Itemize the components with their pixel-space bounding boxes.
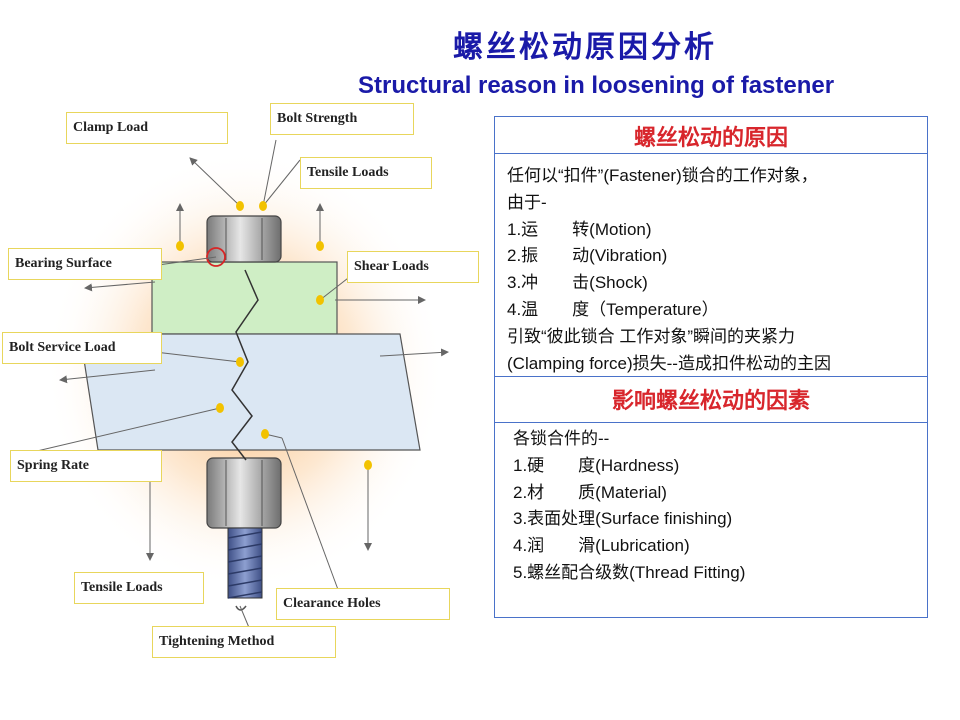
fastener-diagram: Clamp Load Bolt Strength Tensile Loads B…: [0, 100, 490, 680]
factors-line: 1.硬 度(Hardness): [513, 455, 680, 475]
section-break-line: [231, 269, 259, 461]
reasons-divider: [495, 153, 927, 154]
reasons-line: 任何以“扣件”(Fastener)锁合的工作对象，: [507, 166, 818, 185]
label-shear-loads: Shear Loads: [347, 251, 479, 283]
label-bolt-strength: Bolt Strength: [270, 103, 414, 135]
reasons-line: 由于-: [507, 192, 547, 212]
analysis-panel: 螺丝松动的原因 任何以“扣件”(Fastener)锁合的工作对象， 由于- 1.…: [494, 116, 928, 618]
factors-line: 3.表面处理(Surface finishing): [513, 509, 733, 529]
factors-heading: 影响螺丝松动的因素: [611, 388, 810, 414]
reasons-heading: 螺丝松动的原因: [633, 125, 788, 151]
reasons-list: 任何以“扣件”(Fastener)锁合的工作对象， 由于- 1.运 转(Moti…: [507, 163, 831, 377]
factors-divider: [495, 422, 927, 423]
bolt-head: [206, 215, 282, 263]
reasons-line: 2.振 动(Vibration): [507, 246, 668, 266]
label-tensile-loads-bottom: Tensile Loads: [74, 572, 204, 604]
factors-line: 5.螺丝配合级数(Thread Fitting): [513, 562, 746, 582]
label-bolt-service-load: Bolt Service Load: [2, 332, 162, 364]
bolt-thread: [227, 527, 263, 599]
bottom-nut: [206, 457, 282, 529]
label-spring-rate: Spring Rate: [10, 450, 162, 482]
reasons-line: 3.冲 击(Shock): [507, 273, 648, 293]
label-clearance-holes: Clearance Holes: [276, 588, 450, 620]
factors-line: 4.润 滑(Lubrication): [513, 536, 690, 556]
factors-list: 各锁合件的-- 1.硬 度(Hardness) 2.材 质(Material) …: [513, 426, 745, 587]
upper-plate: [151, 261, 338, 335]
label-tensile-loads-top: Tensile Loads: [300, 157, 432, 189]
page-title-english: Structural reason in loosening of fasten…: [358, 72, 835, 99]
reasons-line: 1.运 转(Motion): [507, 219, 652, 239]
label-tightening-method: Tightening Method: [152, 626, 336, 658]
factors-top-divider: [495, 376, 927, 377]
page-title-chinese: 螺丝松动原因分析: [453, 30, 717, 65]
reasons-line: 4.温 度（Temperature）: [507, 299, 719, 319]
label-bearing-surface: Bearing Surface: [8, 248, 162, 280]
reasons-line: (Clamping force)损失--造成扣件松动的主因: [507, 353, 831, 373]
reasons-line: 引致“彼此锁合 工作对象”瞬间的夹紧力: [507, 326, 796, 346]
factors-line: 各锁合件的--: [513, 429, 610, 448]
rotation-arrow: [235, 605, 247, 611]
factors-line: 2.材 质(Material): [513, 482, 667, 502]
bearing-surface-marker: [206, 247, 226, 267]
label-clamp-load: Clamp Load: [66, 112, 228, 144]
